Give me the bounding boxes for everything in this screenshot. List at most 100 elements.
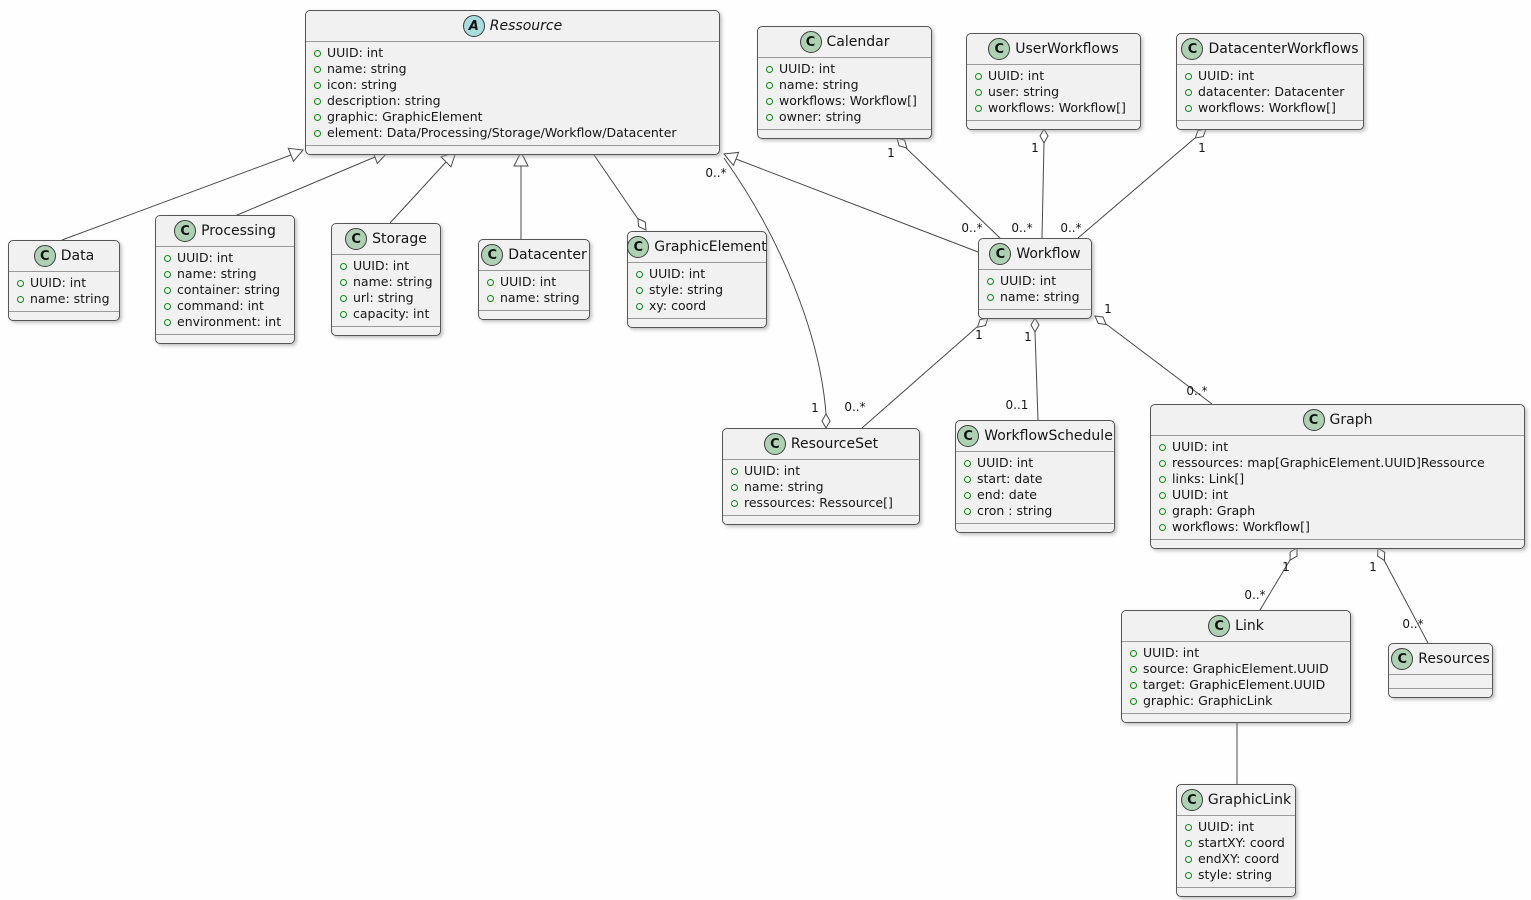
class-icon: C (763, 433, 786, 455)
attribute: UUID: int (967, 68, 1140, 84)
methods-compartment (758, 129, 931, 138)
class-name: Ressource (489, 18, 563, 34)
class-header: C Workflow (979, 239, 1091, 270)
aggregation-diamond-icon (1094, 315, 1107, 326)
class-name: Link (1235, 618, 1264, 634)
aggregation-diamond-icon (1194, 128, 1207, 139)
multiplicity-label: 0..* (1011, 221, 1032, 235)
field-visibility-icon (1185, 871, 1192, 879)
methods-compartment (628, 318, 766, 327)
aggregation-diamond-icon (821, 412, 831, 430)
field-visibility-icon (1159, 491, 1166, 499)
field-visibility-icon (1185, 823, 1192, 831)
field-visibility-icon (164, 318, 171, 326)
attribute-text: end: date (977, 487, 1037, 502)
attribute: end: date (956, 487, 1114, 503)
attribute: start: date (956, 471, 1114, 487)
attribute: name: string (479, 290, 589, 306)
attribute: UUID: int (979, 273, 1091, 289)
attribute: UUID: int (332, 258, 440, 274)
attribute-text: description: string (327, 93, 441, 108)
class-header: C Storage (332, 224, 440, 255)
attribute-text: UUID: int (988, 68, 1045, 83)
field-visibility-icon (964, 491, 971, 499)
class-icon: C (33, 245, 56, 267)
field-visibility-icon (487, 294, 494, 302)
methods-compartment (723, 515, 919, 524)
aggregation-diamond-icon (976, 317, 989, 328)
attribute-text: name: string (1000, 289, 1080, 304)
field-visibility-icon (340, 310, 347, 318)
workflow-aggregates-workflowschedule-line (1034, 331, 1039, 421)
field-visibility-icon (731, 483, 738, 491)
attribute-text: xy: coord (649, 298, 707, 313)
attribute: UUID: int (723, 463, 919, 479)
class-header: C ResourceSet (723, 429, 919, 460)
multiplicity-label: 0..* (1244, 588, 1265, 602)
field-visibility-icon (1159, 523, 1166, 531)
attribute: startXY: coord (1177, 835, 1295, 851)
field-visibility-icon (164, 302, 171, 310)
attribute: workflows: Workflow[] (758, 93, 931, 109)
multiplicity-label: 1 (975, 328, 983, 342)
attribute: url: string (332, 290, 440, 306)
attribute: element: Data/Processing/Storage/Workflo… (306, 125, 719, 141)
attribute-text: UUID: int (327, 45, 384, 60)
attribute: name: string (306, 61, 719, 77)
class-icon: C (345, 228, 368, 250)
field-visibility-icon (987, 277, 994, 285)
attribute: icon: string (306, 77, 719, 93)
class-icon: C (989, 243, 1012, 265)
field-visibility-icon (17, 279, 24, 287)
attribute-text: graphic: GraphicLink (1143, 693, 1273, 708)
graph-aggregates-resources-line (1383, 559, 1429, 644)
attribute: workflows: Workflow[] (967, 100, 1140, 116)
methods-compartment (332, 326, 440, 335)
class-name: Processing (201, 223, 276, 239)
attribute: user: string (967, 84, 1140, 100)
methods-compartment (156, 334, 294, 343)
class-icon: C (481, 244, 504, 266)
methods-compartment (967, 120, 1140, 129)
attribute: name: string (156, 266, 294, 282)
field-visibility-icon (164, 254, 171, 262)
field-visibility-icon (1159, 459, 1166, 467)
class-icon: C (1208, 615, 1231, 637)
class-icon: C (799, 31, 822, 53)
attribute-text: UUID: int (977, 455, 1034, 470)
methods-compartment (979, 309, 1091, 318)
attribute-text: UUID: int (30, 275, 87, 290)
field-visibility-icon (1130, 681, 1137, 689)
attribute: target: GraphicElement.UUID (1122, 677, 1350, 693)
field-visibility-icon (1130, 697, 1137, 705)
methods-compartment (9, 311, 119, 320)
aggregation-diamond-icon (1030, 316, 1040, 334)
attribute-text: name: string (30, 291, 110, 306)
multiplicity-label: 1 (1104, 302, 1112, 316)
class-icon: C (1180, 789, 1203, 811)
field-visibility-icon (766, 113, 773, 121)
attribute: UUID: int (479, 274, 589, 290)
workflow-aggregates-resourceset-line (861, 326, 978, 429)
field-visibility-icon (1185, 855, 1192, 863)
attribute-text: endXY: coord (1198, 851, 1280, 866)
field-visibility-icon (1130, 665, 1137, 673)
attribute: description: string (306, 93, 719, 109)
attribute-text: name: string (779, 77, 859, 92)
multiplicity-label: 0..* (961, 221, 982, 235)
class-header: C WorkflowSchedule (956, 421, 1114, 452)
class-name: Graph (1329, 412, 1373, 428)
multiplicity-label: 0..* (1402, 617, 1423, 631)
methods-compartment (956, 523, 1114, 532)
